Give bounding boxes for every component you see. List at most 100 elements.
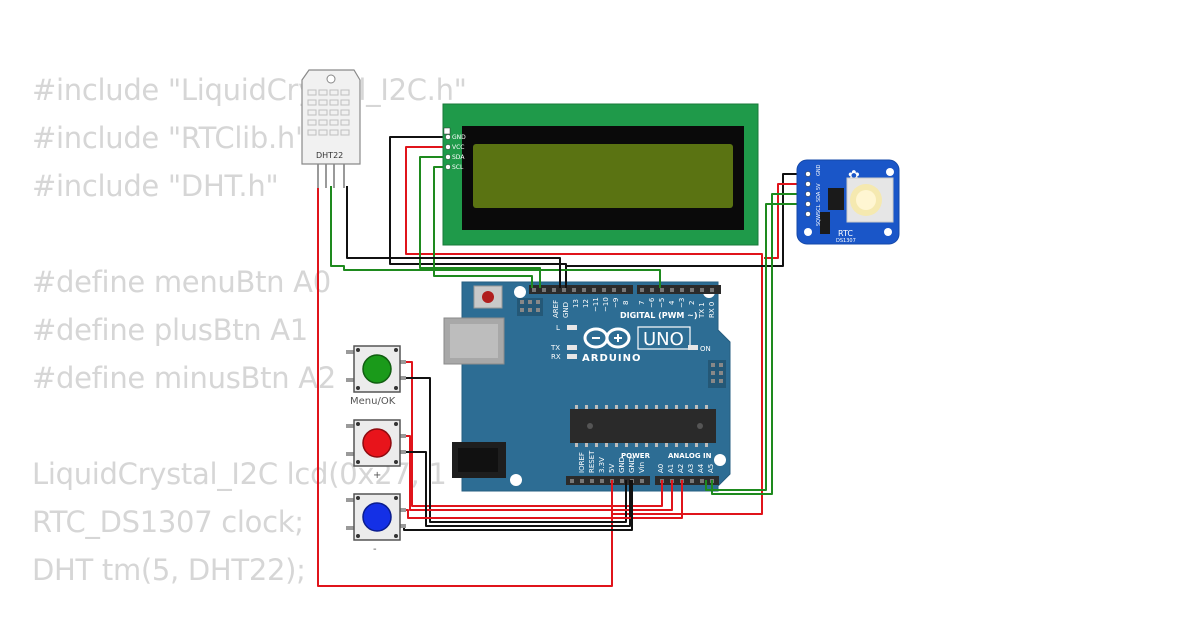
pin-label: A2 [677,464,685,473]
reset-button-cap [482,291,494,303]
analog-header [655,476,719,485]
button-label-menu: Menu/OK [350,396,396,407]
rtc-hole [884,228,892,236]
rtc-ds1307-module[interactable]: ✿ GND 5V SDA SCL SQW RTC DS1307 [796,159,900,245]
led-label: TX [550,344,560,352]
rtc-pin-label: GND [816,164,822,176]
pin-label: ~11 [592,297,600,312]
lcd-pin [443,127,451,135]
code-line: #include "DHT.h" [32,169,279,203]
uno-box [637,326,691,350]
dht22-label: DHT22 [316,151,343,160]
lcd-pin-label: GND [452,134,466,141]
pin-label: GND [562,302,570,318]
wire-rtc-gnd [566,173,808,267]
pin-label: 7 [638,301,646,305]
pushbutton-plus[interactable]: + [346,419,406,481]
rtc-hole [804,228,812,236]
led-label: RX [551,353,561,361]
wire-dht-data [330,186,661,288]
dht22-sensor[interactable]: DHT22 [301,69,361,188]
lcd-pin [445,164,451,170]
led-on [688,345,698,350]
analog-label: ANALOG IN [668,452,712,460]
wire-btn-menu-gnd [404,377,627,523]
lcd-pin [445,154,451,160]
pushbutton-minus[interactable]: - [346,493,406,555]
star-icon: ✿ [848,168,860,184]
pin-label: 3.3V [598,457,606,473]
arduino-logo [583,327,631,349]
pin-label: GND [628,457,636,473]
wire-lcd-scl [433,166,533,288]
lcd-pin [445,134,451,140]
pin-label: Vin [638,462,646,473]
button-cap-menu [362,354,392,384]
pin-label: RX 0 [708,302,716,318]
mounting-hole [714,454,726,466]
pin-label: ~9 [612,298,620,308]
code-line: #include "RTClib.h" [32,121,308,155]
arduino-brand: ARDUINO [582,353,641,364]
code-editor-background: #include "LiquidCrystal_I2C.h" #include … [32,66,467,594]
pin-label: A5 [707,464,715,473]
rtc-pin [805,201,811,207]
led-tx [567,345,577,350]
rtc-hole [886,168,894,176]
rtc-pin [805,191,811,197]
on-label: ON [700,345,711,353]
pin-label: A4 [697,463,705,473]
wire-dht-gnd [346,186,561,288]
code-line: #define plusBtn A1 [32,313,308,347]
pin-label: 8 [622,301,630,305]
lcd-pin-label: VCC [452,144,464,151]
code-line: LiquidCrystal_I2C lcd(0x27, 1 [32,457,447,491]
mounting-hole [514,286,526,298]
icsp2-header [708,360,726,388]
pin-label: ~3 [678,298,686,308]
dht22-body [301,69,361,165]
lcd-1602-i2c[interactable]: GND VCC SDA SCL [442,103,759,246]
rtc-title: RTC [838,229,853,238]
rtc-pin-label: SCL [816,204,822,214]
led-label: L [556,324,560,332]
code-line: #define minusBtn A2 [32,361,336,395]
button-cap-plus [362,428,392,458]
pin-label: 5V [608,464,616,473]
wire-dht-vcc [317,186,613,587]
wire-btn-minus [404,480,683,519]
dht22-hole [326,74,336,84]
wire-lcd-sda [419,156,541,288]
pin-label: 12 [582,299,590,308]
power-header [566,476,650,485]
wire-lcd-gnd [389,136,567,288]
wires [317,136,808,587]
arduino-uno[interactable]: AREF GND 13 12 ~11 ~10 ~9 8 7 ~6 ~5 4 ~3… [443,281,731,492]
digital-label: DIGITAL (PWM ~) [620,311,698,320]
pin-label: ~6 [648,297,656,308]
pin-label: IOREF [578,452,586,473]
rtc-pin-label: 5V [816,183,822,190]
rtc-pin [805,181,811,187]
wire-rtc-scl [705,203,808,491]
rtc-pin-label: SDA [816,191,822,202]
button-label-plus: + [373,470,381,481]
led-rx [567,354,577,359]
lcd-pin-label: SDA [452,154,465,161]
rtc-pin-label: SQW [816,214,822,226]
rtc-pin [805,171,811,177]
code-line: DHT tm(5, DHT22); [32,553,306,587]
led-l [567,325,577,330]
pin-label: A1 [667,464,675,473]
atmega-chip [570,409,716,443]
rtc-model: DS1307 [836,238,856,244]
pin-label: 4 [668,300,676,305]
pin-label: ~5 [658,298,666,308]
wire-btn-plus [404,435,673,511]
code-line: #define menuBtn A0 [32,265,331,299]
pushbutton-menu[interactable]: Menu/OK [346,345,406,407]
lcd-pin-label: SCL [452,164,464,171]
pin-label: ~10 [602,297,610,312]
rtc-crystal [820,212,830,234]
